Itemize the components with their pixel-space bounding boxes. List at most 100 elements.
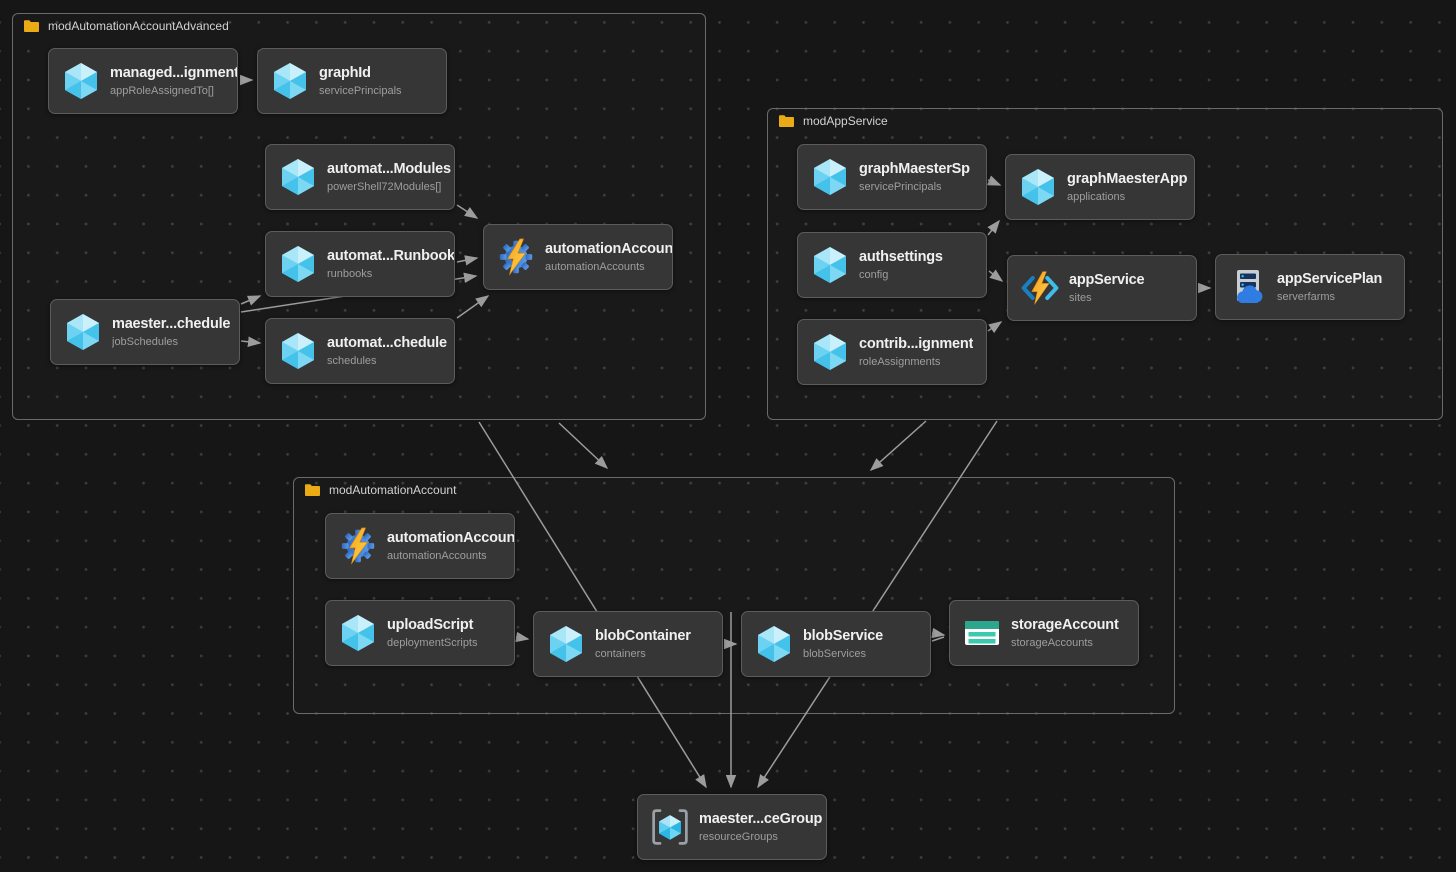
- node-subtitle: powerShell72Modules[]: [327, 180, 442, 193]
- node-title: automat...Modules: [327, 160, 451, 177]
- dependency-edge: [869, 420, 927, 471]
- node-blobService[interactable]: blobService blobServices: [741, 611, 931, 677]
- node-subtitle: automationAccounts: [545, 260, 645, 273]
- dependency-edge: [456, 255, 479, 266]
- dependency-edge: [931, 627, 946, 639]
- node-automationSchedule[interactable]: automat...chedule schedules: [265, 318, 455, 384]
- node-title: automationAccount: [387, 529, 514, 546]
- module-cube-icon: [810, 332, 850, 372]
- node-text: automationAccount automationAccounts: [545, 240, 672, 275]
- module-cube-icon: [278, 244, 318, 284]
- app-service-plan-icon: [1228, 267, 1268, 307]
- dependency-edge: [240, 295, 262, 306]
- node-text: contrib...ignment roleAssignments: [859, 335, 973, 370]
- module-cube-icon: [61, 61, 101, 101]
- node-text: storageAccount storageAccounts: [1011, 616, 1119, 651]
- dependency-edge: [931, 636, 945, 642]
- node-contribRoleAssignment[interactable]: contrib...ignment roleAssignments: [797, 319, 987, 385]
- node-subtitle: schedules: [327, 354, 377, 367]
- module-cube-icon: [278, 331, 318, 371]
- node-subtitle: applications: [1067, 190, 1126, 203]
- node-text: uploadScript deploymentScripts: [387, 616, 478, 651]
- storage-account-icon: [962, 613, 1002, 653]
- node-title: maester...ceGroup: [699, 810, 823, 827]
- node-subtitle: roleAssignments: [859, 355, 941, 368]
- node-subtitle: automationAccounts: [387, 549, 487, 562]
- node-maesterResourceGroup[interactable]: maester...ceGroup resourceGroups: [637, 794, 827, 860]
- app-service-icon: [1020, 268, 1060, 308]
- node-title: automat...chedule: [327, 334, 447, 351]
- node-subtitle: containers: [595, 647, 646, 660]
- group-label: modAppService: [803, 114, 888, 128]
- node-subtitle: sites: [1069, 291, 1092, 304]
- node-text: graphId servicePrincipals: [319, 64, 402, 99]
- node-title: graphMaesterApp: [1067, 170, 1188, 187]
- module-cube-icon: [810, 245, 850, 285]
- node-title: contrib...ignment: [859, 335, 974, 352]
- node-title: authsettings: [859, 248, 943, 265]
- node-automationAccount[interactable]: automationAccount automationAccounts: [325, 513, 515, 579]
- node-automationModules[interactable]: automat...Modules powerShell72Modules[]: [265, 144, 455, 210]
- automation-gear-icon: [496, 237, 536, 277]
- node-title: automationAccount: [545, 240, 672, 257]
- group-header: modAutomationAccountAdvanced: [23, 19, 229, 33]
- node-text: graphMaesterApp applications: [1067, 170, 1187, 205]
- dependency-edge: [456, 295, 490, 319]
- node-uploadScript[interactable]: uploadScript deploymentScripts: [325, 600, 515, 666]
- dependency-edge: [757, 420, 998, 789]
- node-title: graphId: [319, 64, 371, 81]
- node-text: automationAccount automationAccounts: [387, 529, 514, 564]
- node-appService[interactable]: appService sites: [1007, 255, 1197, 321]
- node-subtitle: jobSchedules: [112, 335, 179, 348]
- node-subtitle: blobServices: [803, 647, 866, 660]
- module-cube-icon: [754, 624, 794, 664]
- node-subtitle: serverfarms: [1277, 290, 1336, 303]
- folder-icon: [23, 19, 40, 33]
- dependency-edge: [478, 421, 707, 789]
- automation-gear-icon: [338, 526, 378, 566]
- module-group-modAutomationAccountAdvanced: modAutomationAccountAdvanced: [12, 13, 706, 420]
- dependency-edge: [988, 269, 1004, 282]
- node-subtitle: resourceGroups: [699, 830, 778, 843]
- dependency-edge: [515, 631, 530, 643]
- node-title: uploadScript: [387, 616, 474, 633]
- node-subtitle: runbooks: [327, 267, 373, 280]
- node-title: storageAccount: [1011, 616, 1119, 633]
- node-text: maester...ceGroup resourceGroups: [699, 810, 822, 845]
- node-subtitle: appRoleAssignedTo[]: [110, 84, 214, 97]
- group-header: modAutomationAccount: [304, 483, 456, 497]
- dependency-edge: [456, 204, 479, 219]
- module-cube-icon: [810, 157, 850, 197]
- group-label: modAutomationAccount: [329, 483, 457, 497]
- node-title: blobService: [803, 627, 883, 644]
- dependency-edge: [240, 336, 262, 347]
- node-subtitle: storageAccounts: [1011, 636, 1093, 649]
- module-cube-icon: [546, 624, 586, 664]
- node-title: appService: [1069, 271, 1145, 288]
- node-subtitle: servicePrincipals: [859, 180, 942, 193]
- module-group-modAppService: modAppService: [767, 108, 1443, 420]
- node-subtitle: deploymentScripts: [387, 636, 478, 649]
- node-subtitle: servicePrincipals: [319, 84, 402, 97]
- module-cube-icon: [1018, 167, 1058, 207]
- module-group-modAutomationAccount: modAutomationAccount: [293, 477, 1175, 714]
- node-graphMaesterApp[interactable]: graphMaesterApp applications: [1005, 154, 1195, 220]
- node-graphId[interactable]: graphId servicePrincipals: [257, 48, 447, 114]
- node-automationAccountAdv[interactable]: automationAccount automationAccounts: [483, 224, 673, 290]
- node-storageAccount[interactable]: storageAccount storageAccounts: [949, 600, 1139, 666]
- resource-group-icon: [650, 807, 690, 847]
